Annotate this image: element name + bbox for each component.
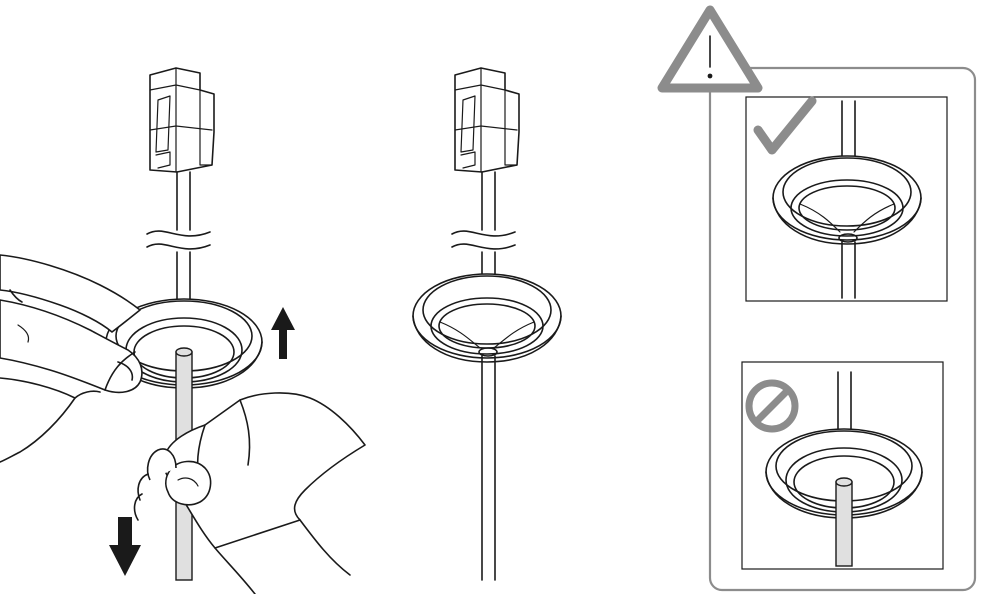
prohibited-icon xyxy=(745,379,799,433)
checkmark-icon xyxy=(753,96,817,155)
warning-correct-panel xyxy=(745,96,948,302)
rj45-connector-middle xyxy=(454,67,520,173)
warning-incorrect-panel xyxy=(741,361,944,570)
warning-frame xyxy=(708,66,977,592)
hand-right xyxy=(133,392,366,594)
hand-left xyxy=(0,254,143,463)
grommet-middle xyxy=(412,273,562,363)
result-installed-figure xyxy=(412,67,562,581)
arrow-down-icon xyxy=(109,517,141,576)
step-pull-cable-figure xyxy=(0,67,366,594)
warning-section xyxy=(657,5,977,592)
warning-triangle-icon xyxy=(657,5,763,93)
arrow-up-icon xyxy=(271,307,295,359)
rj45-connector-left xyxy=(149,67,215,173)
